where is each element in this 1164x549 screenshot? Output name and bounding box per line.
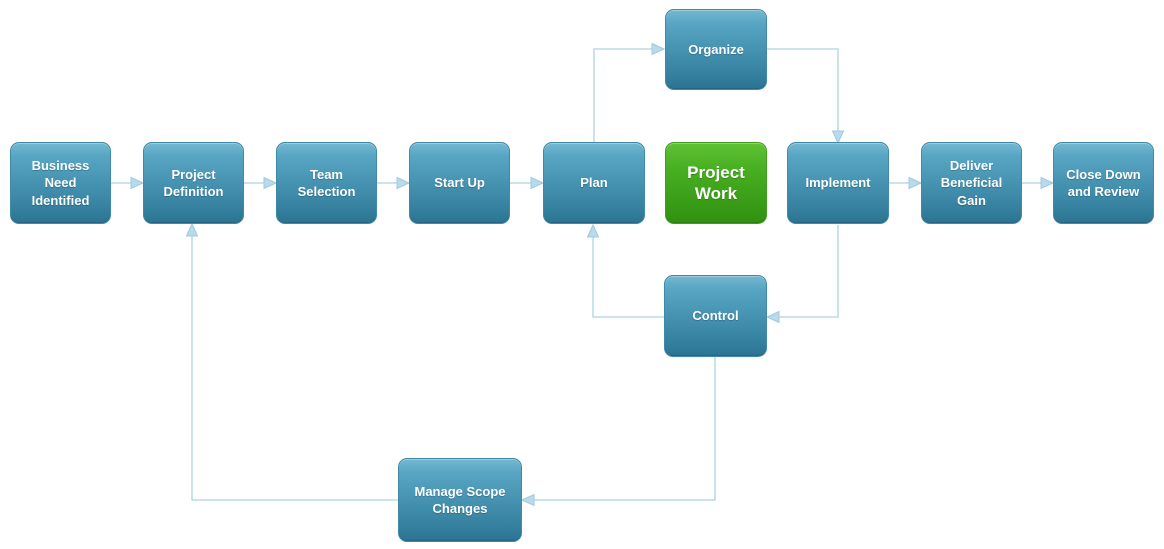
node-organize: Organize — [665, 9, 767, 90]
node-team-selection: Team Selection — [276, 142, 377, 224]
node-plan: Plan — [543, 142, 645, 224]
connector-manage-scope-changes-to-project-definition — [185, 222, 398, 501]
node-implement: Implement — [787, 142, 889, 224]
connector-deliver-beneficial-gain-to-close-down — [1022, 176, 1055, 190]
connector-business-need-to-project-definition — [111, 176, 145, 190]
node-business-need: Business Need Identified — [10, 142, 111, 224]
node-project-work: Project Work — [665, 142, 767, 224]
connector-organize-to-implement — [767, 48, 845, 145]
connector-team-selection-to-start-up — [377, 176, 411, 190]
node-control: Control — [664, 275, 767, 357]
connector-control-to-manage-scope-changes — [520, 357, 716, 507]
node-manage-scope-changes: Manage Scope Changes — [398, 458, 522, 542]
connector-implement-to-deliver-beneficial-gain — [889, 176, 923, 190]
connector-start-up-to-plan — [510, 176, 545, 190]
connector-project-definition-to-team-selection — [244, 176, 278, 190]
node-deliver-beneficial-gain: Deliver Beneficial Gain — [921, 142, 1022, 224]
node-project-definition: Project Definition — [143, 142, 244, 224]
connector-implement-to-control — [765, 225, 839, 324]
node-close-down-and-review: Close Down and Review — [1053, 142, 1154, 224]
connector-plan-to-organize — [593, 42, 666, 142]
connector-control-to-plan — [586, 223, 664, 318]
node-start-up: Start Up — [409, 142, 510, 224]
